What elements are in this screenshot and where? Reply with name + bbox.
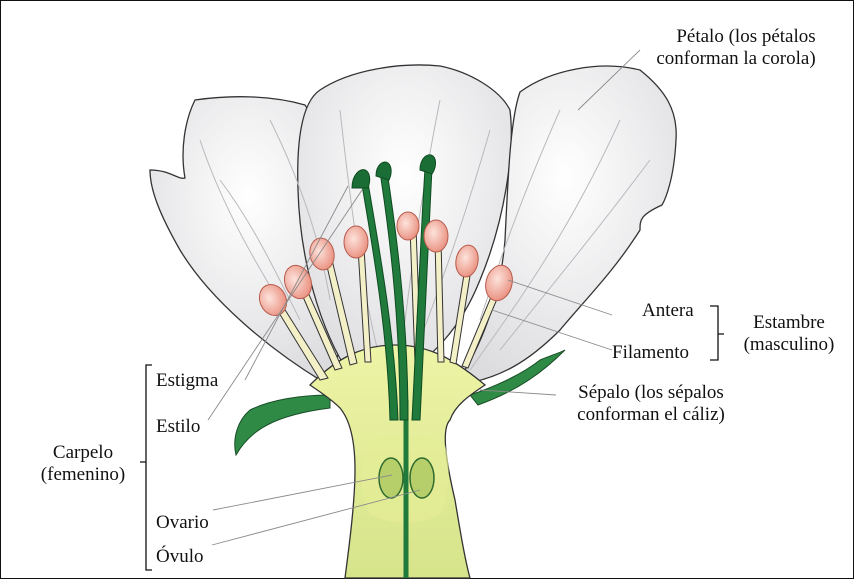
label-estambre-line2: (masculino): [724, 334, 854, 356]
ovule-left: [379, 458, 403, 498]
label-sepalo-line2: conforman el cáliz): [556, 404, 746, 426]
label-ovulo: Óvulo: [156, 546, 204, 568]
label-sepalo-line1: Sépalo (los sépalos: [556, 382, 746, 404]
label-petalo-line1: Pétalo (los pétalos: [640, 26, 852, 48]
label-ovario: Ovario: [156, 512, 209, 534]
label-antera: Antera: [642, 300, 694, 322]
label-filamento: Filamento: [612, 342, 689, 364]
sepal-left: [235, 395, 330, 455]
label-estambre-line1: Estambre: [724, 312, 854, 334]
label-carpelo-line2: (femenino): [28, 464, 138, 486]
label-estigma: Estigma: [156, 370, 218, 392]
label-carpelo-line1: Carpelo: [28, 442, 138, 464]
label-estilo: Estilo: [156, 416, 200, 438]
label-petalo-line2: conforman la corola): [620, 48, 852, 70]
